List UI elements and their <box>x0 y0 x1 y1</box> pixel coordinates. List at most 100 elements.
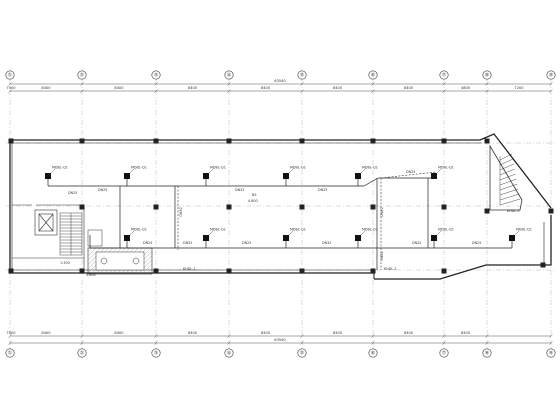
column <box>370 268 376 274</box>
unit-heater-label: MDBL-Q1 <box>516 228 532 232</box>
bottom-span-label: 8400 <box>188 331 198 335</box>
unit-heater: MDBL-Q1 <box>431 166 454 179</box>
unit-heater: MDBL-Q1 <box>355 166 378 179</box>
axis-bubble: ⑧ <box>482 348 492 358</box>
elevator <box>34 209 58 236</box>
top-span-label: 8400 <box>261 86 271 90</box>
column <box>299 268 305 274</box>
axis-bubbles-top: ① ② ③ ④ ⑤ ⑥ ⑦ ⑧ ⑨ <box>5 70 556 80</box>
unit-heater: MDBL-Q1 <box>203 228 226 241</box>
unit-heater: MDBL-Q1 <box>355 228 378 241</box>
unit-heater-label: MDBL-Q1 <box>290 228 306 232</box>
pipe-size-label: DN32 <box>235 188 244 192</box>
axis-bubble: ④ <box>224 70 234 80</box>
axis-bubble: ③ <box>151 348 161 358</box>
column <box>370 138 376 144</box>
axis-label: ⑤ <box>300 72 304 78</box>
axis-label: ② <box>80 350 85 356</box>
bottom-span-label: 8400 <box>333 331 343 335</box>
axis-bubble: ⑤ <box>297 70 307 80</box>
axis-label: ① <box>8 350 13 356</box>
unit-heater: MDBL-Q1 <box>283 228 306 241</box>
column <box>299 138 305 144</box>
bottom-span-label: 8400 <box>114 331 124 335</box>
top-span-label: 8400 <box>188 86 198 90</box>
axis-label: ③ <box>154 72 158 78</box>
end-label-left-bottom: 7000 <box>6 331 16 335</box>
unit-heater-label: MDBL-Q1 <box>362 228 378 232</box>
unit-heater-label: MDBL-Q1 <box>210 228 226 232</box>
unit-heater: MDBL-Q1 <box>431 228 454 241</box>
unit-heater-label: MDBL-Q1 <box>290 166 306 170</box>
axis-label: ⑦ <box>442 72 447 78</box>
staircase-right <box>489 144 523 211</box>
axis-bubble: ⑧ <box>482 70 492 80</box>
hall-label: B5 <box>252 193 256 197</box>
axis-label: ⑥ <box>371 350 376 356</box>
column <box>226 138 232 144</box>
axis-bubble: ③ <box>151 70 161 80</box>
column <box>153 204 159 210</box>
axis-label: ④ <box>227 72 232 78</box>
pipe-size-label: DN25 <box>68 191 77 195</box>
axis-label: ⑧ <box>485 72 490 78</box>
column <box>79 138 85 144</box>
axis-bubble: ① <box>5 70 15 80</box>
axis-label: ⑦ <box>442 350 447 356</box>
pipe-size-label: DN25 <box>318 188 327 192</box>
column <box>79 268 85 274</box>
axis-label: ② <box>80 72 85 78</box>
dimension-ticks <box>8 82 553 345</box>
pipe-size-label: DN32 <box>179 207 183 216</box>
axis-bubble: ⑦ <box>439 348 449 358</box>
column <box>153 268 159 274</box>
pipe-size-label: DN32 <box>380 207 384 216</box>
partition-walls <box>12 204 85 270</box>
top-span-label: 8400 <box>41 86 51 90</box>
column <box>540 262 546 268</box>
axis-bubble: ② <box>77 70 87 80</box>
column <box>548 208 554 214</box>
end-label-left-top: 7000 <box>6 86 16 90</box>
pipe-size-label: DN25 <box>472 241 481 245</box>
pipe-size-label: DN32 <box>380 251 384 260</box>
top-span-label: 7200 <box>514 86 524 90</box>
column <box>8 138 14 144</box>
grid-lines <box>6 80 555 348</box>
bottom-span-label: 8400 <box>461 331 471 335</box>
axis-bubble: ⑨ <box>546 348 556 358</box>
dashed-return-pipes <box>177 171 437 270</box>
unit-heater-label: MDBL-Q1 <box>438 166 454 170</box>
total-dimension-bottom: 63540 <box>274 338 286 342</box>
axis-label: ⑨ <box>549 350 553 356</box>
axis-bubble: ⑤ <box>297 348 307 358</box>
bottom-span-label: 8400 <box>404 331 414 335</box>
axis-bubble: ⑥ <box>368 348 378 358</box>
column <box>226 268 232 274</box>
column <box>441 138 447 144</box>
unit-heater: MDBL-Q1 <box>509 228 532 241</box>
unit-heater-label: MDBL-Q1 <box>210 166 226 170</box>
unit-heater: MDBL-Q1 <box>124 228 147 241</box>
axis-bubble: ⑦ <box>439 70 449 80</box>
unit-heater-label: MDBL-Q1 <box>362 166 378 170</box>
axis-bubble: ④ <box>224 348 234 358</box>
column <box>484 138 490 144</box>
column <box>8 268 14 274</box>
axis-bubble: ② <box>77 348 87 358</box>
axis-bubble: ⑨ <box>546 70 556 80</box>
top-span-label: 4800 <box>461 86 471 90</box>
axis-label: ⑨ <box>549 72 553 78</box>
axis-label: ⑤ <box>300 350 304 356</box>
axis-bubble: ① <box>5 348 15 358</box>
axis-label: ⑥ <box>371 72 376 78</box>
column <box>226 204 232 210</box>
mechanical-shaft <box>87 229 153 275</box>
structural-columns <box>8 138 554 274</box>
top-span-label: 8400 <box>333 86 343 90</box>
axis-bubbles-bottom: ① ② ③ ④ ⑤ ⑥ ⑦ ⑧ ⑨ <box>5 348 556 358</box>
